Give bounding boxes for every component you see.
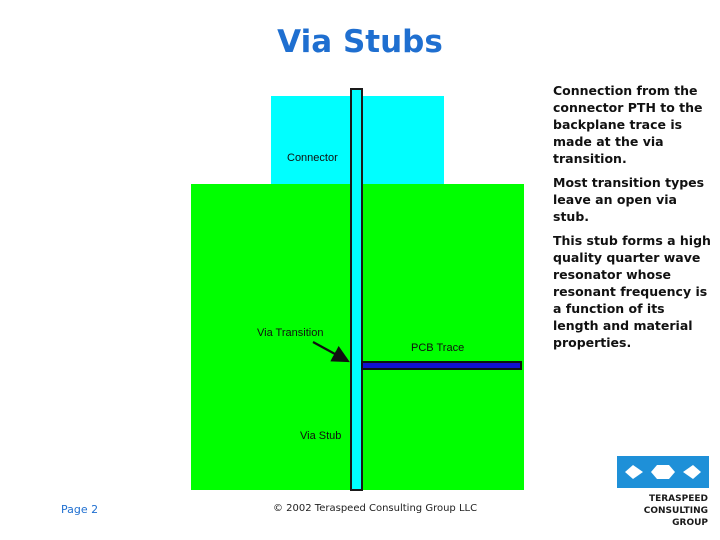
- via-transition-label: Via Transition: [257, 327, 324, 339]
- pcb-trace-label: PCB Trace: [411, 342, 465, 354]
- page-number: Page 2: [61, 503, 99, 516]
- via-stub-diagram: Connector Via Transition PCB Trace Via S…: [191, 88, 524, 491]
- company-logo-text: TERASPEED CONSULTING GROUP: [644, 493, 708, 529]
- copyright-text: © 2002 Teraspeed Consulting Group LLC: [273, 503, 478, 514]
- via-barrel: [350, 88, 363, 491]
- via-stub-label: Via Stub: [300, 430, 342, 442]
- arrow-icon: [312, 341, 350, 363]
- slide-title: Via Stubs: [277, 24, 443, 60]
- logo-line-3: GROUP: [672, 518, 708, 528]
- logo-line-2: CONSULTING: [643, 506, 708, 516]
- description-paragraph: Most transition types leave an open via …: [553, 175, 705, 224]
- description-panel: Connection from the connector PTH to the…: [553, 82, 713, 358]
- logo-line-1: TERASPEED: [648, 494, 708, 504]
- description-paragraph: This stub forms a high quality quarter w…: [553, 233, 711, 350]
- pcb-trace-line: [361, 361, 522, 370]
- description-paragraph: Connection from the connector PTH to the…: [553, 83, 703, 166]
- connector-label: Connector: [287, 152, 338, 164]
- teraspeed-logo-icon: [617, 456, 709, 488]
